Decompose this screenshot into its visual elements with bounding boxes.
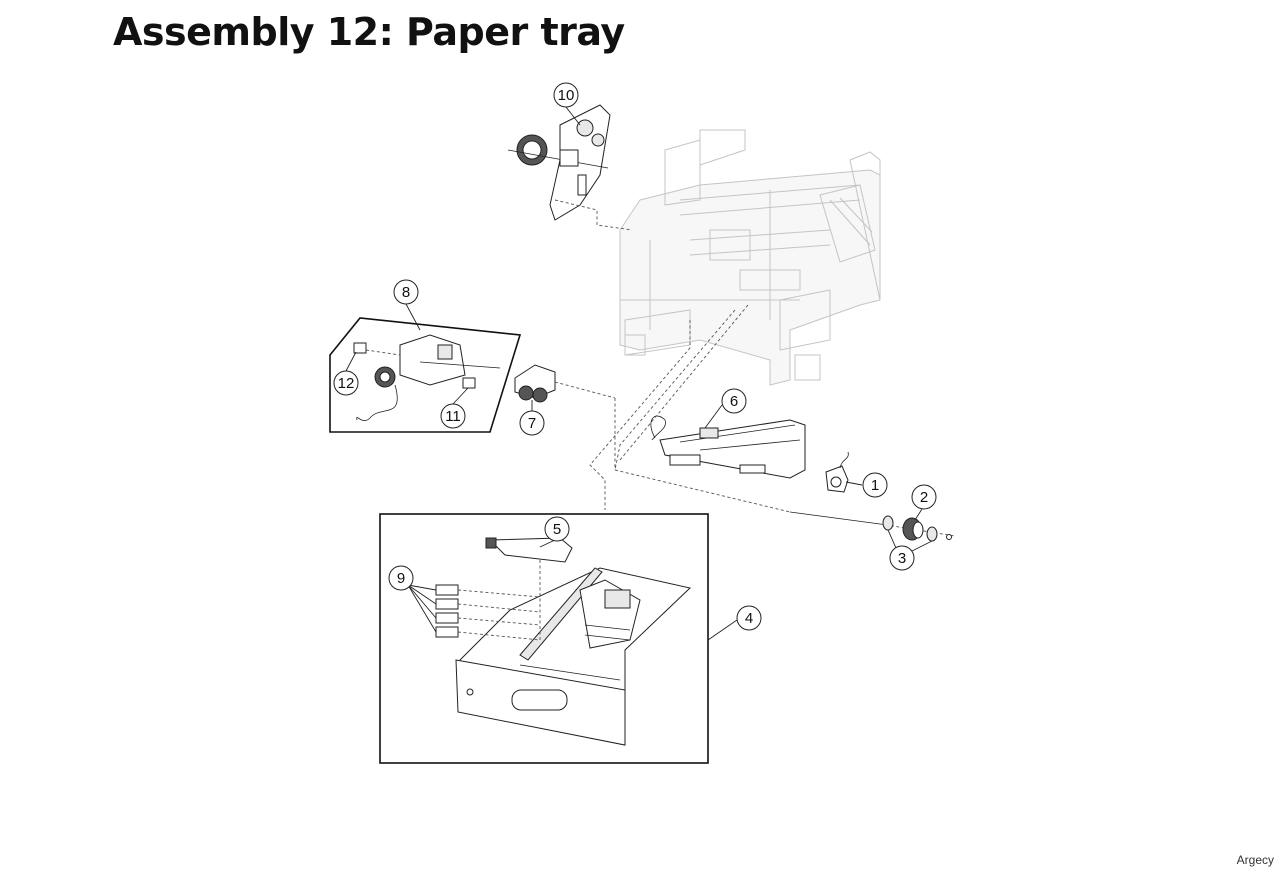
part-9-tray-clips — [435, 584, 541, 641]
callout-6: 6 — [721, 388, 747, 414]
callout-11: 11 — [440, 403, 466, 429]
assembly-dashed-paths — [554, 199, 791, 513]
svg-text:12: 12 — [338, 375, 355, 392]
svg-text:9: 9 — [397, 570, 405, 587]
svg-text:3: 3 — [898, 550, 906, 567]
svg-text:7: 7 — [528, 415, 536, 432]
part-1-sensor — [825, 451, 849, 493]
part-4-frame — [379, 513, 709, 764]
part-8-pick-assembly — [353, 334, 501, 421]
callout-leaders — [345, 106, 933, 641]
callout-12: 12 — [333, 370, 359, 396]
callout-4: 4 — [736, 605, 762, 631]
part-7-pick-arm — [514, 364, 616, 470]
part-2-roller-shaft — [789, 511, 956, 542]
watermark-text: Argecy — [1236, 853, 1274, 867]
callout-8: 8 — [393, 279, 419, 305]
svg-text:5: 5 — [553, 521, 561, 538]
callout-3: 3 — [889, 545, 915, 571]
callout-2: 2 — [911, 484, 937, 510]
callout-5: 5 — [544, 516, 570, 542]
svg-text:8: 8 — [402, 284, 410, 301]
part-4-paper-tray — [455, 567, 692, 746]
svg-text:1: 1 — [871, 477, 879, 494]
callout-7: 7 — [519, 410, 545, 436]
callout-1: 1 — [862, 472, 888, 498]
svg-text:6: 6 — [730, 393, 738, 410]
svg-text:2: 2 — [920, 489, 928, 506]
part-10-gear-drive — [507, 104, 611, 221]
part-6-feed-frame — [650, 415, 806, 479]
svg-text:11: 11 — [445, 408, 461, 425]
svg-text:4: 4 — [745, 610, 753, 627]
part-5-tray-guide — [485, 537, 573, 640]
svg-text:10: 10 — [558, 87, 575, 104]
callout-9: 9 — [388, 565, 414, 591]
callout-10: 10 — [553, 82, 579, 108]
printer-frame-ghost — [619, 129, 881, 386]
page-title: Assembly 12: Paper tray — [113, 10, 625, 54]
part-8-frame — [329, 317, 522, 433]
